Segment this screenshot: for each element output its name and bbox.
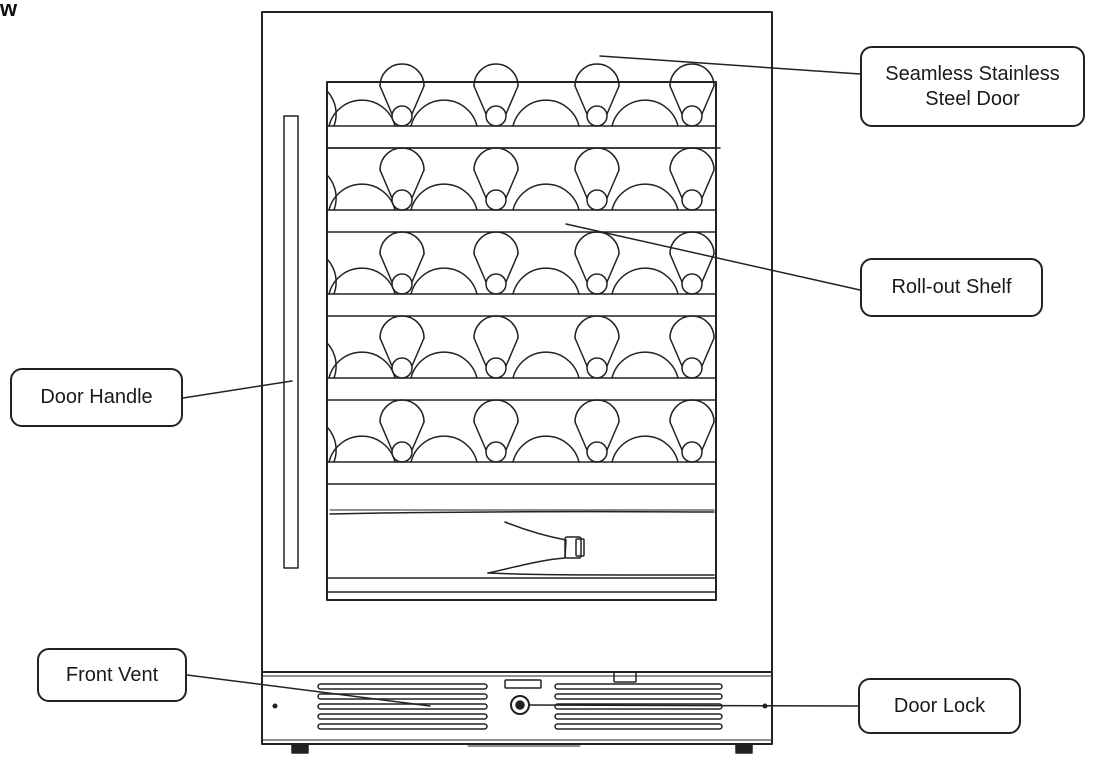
bottle-lying-flat xyxy=(329,509,715,576)
bottle-base xyxy=(512,99,580,127)
callout-lock-label: Door Lock xyxy=(893,694,986,717)
leader-door xyxy=(599,55,861,75)
shelf-row xyxy=(326,63,716,149)
bottle-base xyxy=(328,99,396,127)
foot-right xyxy=(735,743,753,754)
callout-roll-out-shelf: Roll-out Shelf xyxy=(860,258,1043,317)
bottle-base xyxy=(328,183,396,211)
vent-slot xyxy=(554,713,723,720)
callout-door-lock: Door Lock xyxy=(858,678,1021,734)
leader-handle xyxy=(182,380,293,399)
bottle-neck xyxy=(669,231,715,255)
bottle-neck xyxy=(669,147,715,171)
leader-vent xyxy=(186,674,431,707)
vent-slot xyxy=(554,693,723,700)
bottle-neck xyxy=(379,147,425,171)
bottle-base xyxy=(611,99,679,127)
bottle-neck xyxy=(473,231,519,255)
bottle-base xyxy=(410,267,478,295)
bottle-base xyxy=(410,435,478,463)
callout-door-line2: Steel Door xyxy=(925,87,1020,110)
bottle-base xyxy=(512,267,580,295)
bottle-neck xyxy=(574,63,620,87)
base-panel xyxy=(261,671,773,745)
bottle-base xyxy=(512,435,580,463)
bottle-base xyxy=(328,267,396,295)
bottle-base xyxy=(611,267,679,295)
bottle-neck xyxy=(574,315,620,339)
callout-door-line1: Seamless Stainless xyxy=(885,62,1060,85)
callout-seamless-stainless-steel-door: Seamless Stainless Steel Door xyxy=(860,46,1085,127)
vent-slot xyxy=(317,703,488,710)
bottle-base xyxy=(512,183,580,211)
bottle-neck xyxy=(379,399,425,423)
vent-slot xyxy=(317,723,488,730)
vent-slot xyxy=(554,683,723,690)
bottle-base xyxy=(512,351,580,379)
foot-left xyxy=(291,743,309,754)
bottle-neck xyxy=(379,315,425,339)
bottle-neck xyxy=(379,63,425,87)
bottle-neck xyxy=(669,315,715,339)
bottle-neck xyxy=(574,399,620,423)
bottle-base xyxy=(410,183,478,211)
front-vent-left xyxy=(317,683,488,730)
shelf-row xyxy=(326,231,716,317)
bottle-base xyxy=(611,435,679,463)
callout-handle-label: Door Handle xyxy=(40,386,153,408)
front-vent-right xyxy=(554,683,723,730)
bottle-base xyxy=(611,351,679,379)
bottle-neck xyxy=(473,315,519,339)
vent-slot xyxy=(554,723,723,730)
leader-lock xyxy=(528,704,859,707)
callout-door-handle: Door Handle xyxy=(10,368,183,427)
shelf-row xyxy=(326,399,716,485)
vent-slot xyxy=(317,713,488,720)
bottle-neck xyxy=(669,399,715,423)
bottle-neck xyxy=(574,231,620,255)
bottle-neck xyxy=(574,147,620,171)
corner-fragment-text: w xyxy=(0,0,17,21)
shelf-row xyxy=(326,147,716,233)
callout-vent-label: Front Vent xyxy=(65,663,159,686)
roll-out-shelves xyxy=(326,63,721,485)
bottle-base xyxy=(410,351,478,379)
bottle-base xyxy=(328,351,396,379)
leader-shelf xyxy=(565,223,861,291)
bottle-base xyxy=(410,99,478,127)
bottle-neck xyxy=(669,63,715,87)
bottle-neck xyxy=(473,63,519,87)
callout-shelf-label: Roll-out Shelf xyxy=(891,276,1012,298)
bottle-base xyxy=(611,183,679,211)
bottle-neck xyxy=(473,399,519,423)
bottle-neck xyxy=(379,231,425,255)
shelf-row xyxy=(326,315,716,401)
bottle-base xyxy=(328,435,396,463)
callout-front-vent: Front Vent xyxy=(37,648,187,702)
glass-window xyxy=(326,81,717,601)
bottle-neck xyxy=(473,147,519,171)
vent-slot xyxy=(554,703,723,710)
door-handle xyxy=(283,115,299,569)
vent-slot xyxy=(317,693,488,700)
vent-slot xyxy=(317,683,488,690)
